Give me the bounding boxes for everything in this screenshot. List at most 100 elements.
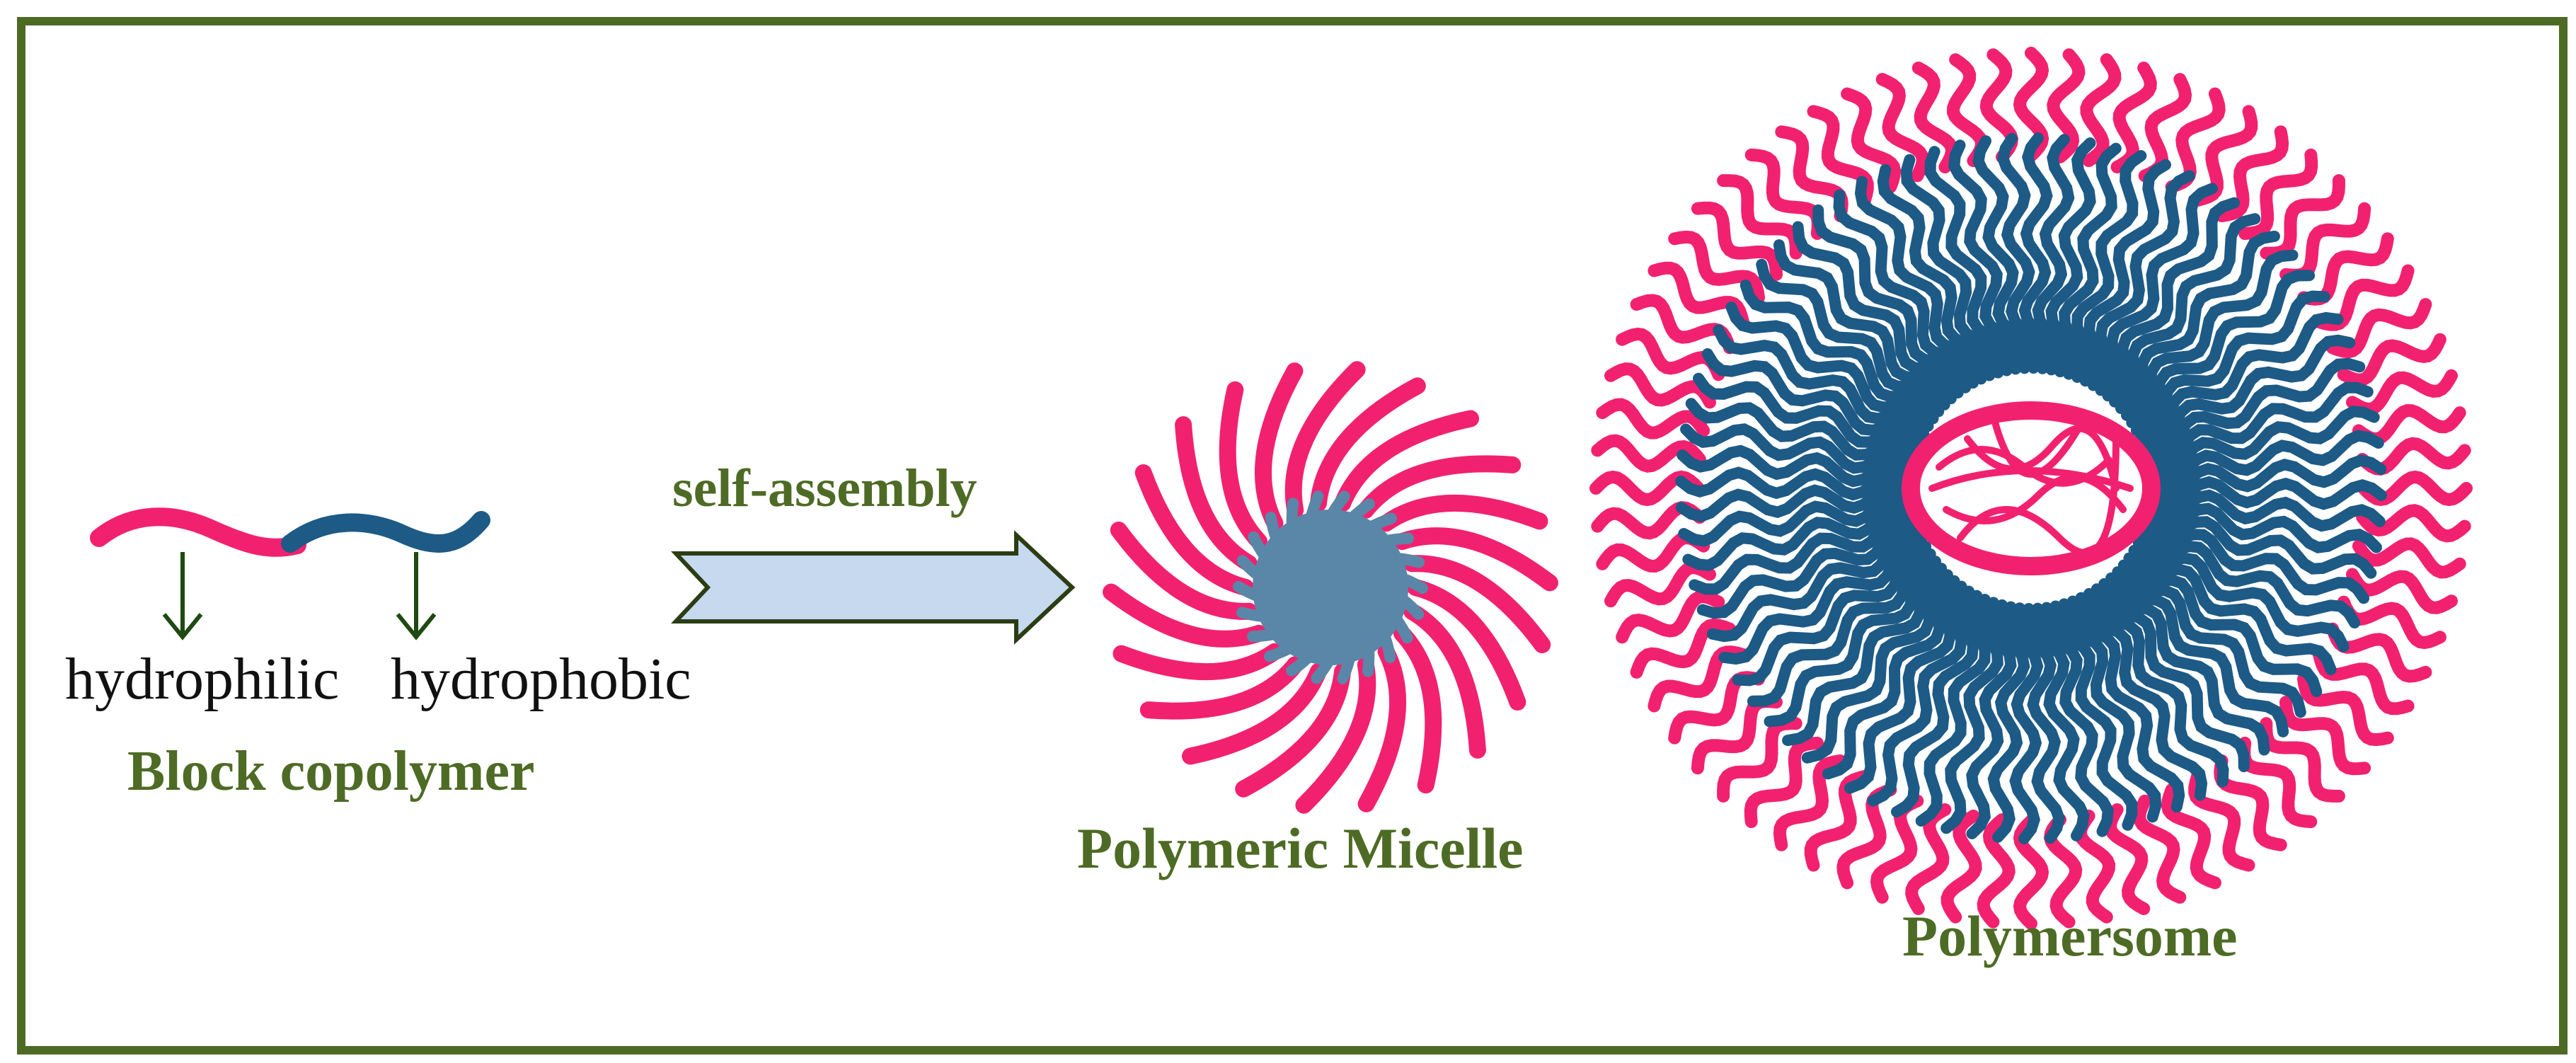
micelle-core-chain bbox=[1303, 490, 1324, 573]
polymersome-outer-chain bbox=[2161, 783, 2221, 890]
polymersome-outer-chain bbox=[1668, 230, 1765, 304]
hydrophilic-pointer-arrow bbox=[162, 552, 203, 640]
polymersome-outer-chain bbox=[1911, 62, 1958, 173]
micelle-core-chain bbox=[1286, 606, 1338, 677]
polymersome-outer-chain bbox=[1940, 809, 1982, 924]
micelle-core-chain bbox=[1236, 555, 1312, 599]
polymersome-blue-chain bbox=[2033, 602, 2090, 841]
polymersome-label: Polymersome bbox=[1902, 904, 2238, 968]
polymersome-blue-chain bbox=[1833, 189, 1972, 393]
micelle-core-chain bbox=[1323, 498, 1375, 569]
polymersome-outer-chain bbox=[2080, 53, 2122, 168]
polymersome-blue-chain bbox=[2044, 600, 2114, 837]
polymersome-outer-chain bbox=[1591, 434, 1706, 473]
polymersome-blue-chain bbox=[2054, 598, 2138, 831]
polymersome-blue-chain bbox=[2138, 357, 2366, 456]
polymersome-outer-chain bbox=[2110, 62, 2157, 173]
micelle-core-chain bbox=[1344, 597, 1375, 677]
polymersome-blue-chain bbox=[2018, 132, 2053, 374]
polymersome-blue-chain bbox=[2141, 512, 2377, 579]
micelle-chain bbox=[1357, 455, 1522, 519]
polymersome-outer-chain bbox=[1616, 590, 1725, 644]
polymersome-blue-chain bbox=[1822, 580, 1967, 780]
micelle-chain bbox=[1219, 381, 1267, 551]
micelle-chain bbox=[1284, 361, 1366, 519]
polymersome-blue-chain bbox=[1675, 480, 1917, 522]
polymersome-blue-chain bbox=[2141, 381, 2374, 466]
polymersome-outer-chain bbox=[1604, 561, 1716, 608]
polymersome-blue-chain bbox=[1696, 521, 1924, 619]
micelle-core-chain bbox=[1346, 566, 1428, 594]
micelle-core-chain bbox=[1264, 606, 1331, 662]
polymersome-outer-chain bbox=[2337, 333, 2446, 387]
polymersome-blue-chain bbox=[1685, 398, 1921, 465]
micelle-chain bbox=[1377, 494, 1548, 532]
hydrophilic-label: hydrophilic bbox=[65, 646, 340, 712]
polymersome-outer-chain bbox=[2279, 696, 2371, 776]
polymersome-outer-chain bbox=[1630, 618, 1736, 679]
polymeric-micelle-label: Polymeric Micelle bbox=[1077, 816, 1524, 880]
micelle-core-chain bbox=[1247, 603, 1324, 643]
polymersome-outer-chain bbox=[1691, 201, 1783, 281]
polymersome-blue-chain bbox=[2139, 520, 2369, 604]
polymersome-blue-chain bbox=[1900, 154, 1999, 381]
polymersome-blue-chain bbox=[1732, 548, 1936, 686]
polymersome-outer-chain bbox=[1744, 148, 1824, 240]
polymersome-blue-chain bbox=[1854, 176, 1981, 389]
micelle-chain bbox=[1254, 362, 1304, 532]
polymersome-blue-chain bbox=[2032, 134, 2075, 374]
polymersome-blue-chain bbox=[2109, 230, 2280, 408]
polymersome-blue-chain bbox=[1940, 599, 2008, 834]
polymersome-blue-chain bbox=[2045, 137, 2096, 376]
micelle-chain bbox=[1403, 602, 1486, 759]
polymersome-blue-chain bbox=[2023, 602, 2065, 844]
polymersome-blue-chain bbox=[1782, 569, 1953, 747]
polymersome-blue-chain bbox=[2098, 578, 2250, 773]
polymeric-micelle bbox=[1103, 361, 1558, 814]
polymersome-outer-chain bbox=[1604, 362, 1716, 409]
block-copolymer-chain bbox=[90, 507, 490, 557]
polymersome-outer-chain bbox=[1717, 717, 1802, 803]
micelle-core-chain bbox=[1349, 583, 1413, 644]
polymersome-outer-chain bbox=[2356, 504, 2471, 543]
polymersome-blue-chain bbox=[1677, 444, 1917, 488]
polymersome-outer-chain bbox=[1875, 73, 1930, 183]
micelle-chain bbox=[1403, 555, 1551, 653]
hydrophobic-pointer-arrow bbox=[396, 552, 437, 640]
polymersome-blue-chain bbox=[1801, 575, 1960, 764]
micelle-core-chain bbox=[1342, 552, 1425, 576]
polymersome-blue-chain bbox=[1844, 585, 1975, 794]
polymersome-outer-chain bbox=[1773, 754, 1847, 851]
polymersome-blue-chain bbox=[2102, 213, 2261, 402]
polymersome-blue-chain bbox=[2091, 583, 2229, 788]
micelle-chain bbox=[1139, 656, 1304, 720]
polymersome-blue-chain bbox=[2081, 587, 2208, 801]
polymersome-blue-chain bbox=[1706, 530, 1928, 643]
polymersome-blue-chain bbox=[1915, 597, 1999, 827]
polymersome-blue-chain bbox=[1713, 324, 1930, 440]
polymersome-blue-chain bbox=[2143, 406, 2380, 476]
polymersome-blue-chain bbox=[1725, 301, 1934, 432]
polymersome-blue-chain bbox=[1682, 501, 1919, 571]
micelle-core-chain bbox=[1337, 532, 1414, 572]
polymersome-outer-chain bbox=[2297, 672, 2394, 747]
polymersome-hydrophobic-layer bbox=[1675, 132, 2387, 844]
polymersome-outer-chain bbox=[2260, 717, 2345, 803]
polymersome-blue-chain bbox=[2063, 150, 2147, 380]
polymersome-blue-chain bbox=[1740, 280, 1939, 425]
polymersome-outer-chain bbox=[2346, 568, 2458, 614]
micelle-core-chain bbox=[1347, 590, 1396, 663]
polymersome-blue-chain bbox=[2073, 592, 2185, 813]
polymersome-blue-chain bbox=[2123, 552, 2323, 697]
polymersome bbox=[1589, 47, 2473, 930]
micelle-chain bbox=[1110, 522, 1258, 620]
polymersome-blue-chain bbox=[1756, 258, 1945, 418]
polymersome-blue-chain bbox=[1747, 556, 1941, 707]
polymersome-blue-chain bbox=[1972, 135, 2029, 375]
polymersome-outer-chain bbox=[1977, 813, 2016, 929]
polymersome-blue-chain bbox=[2087, 183, 2218, 391]
polymersome-blue-chain bbox=[2121, 270, 2316, 421]
polymersome-outer-chain bbox=[2352, 537, 2466, 579]
polymersome-outer-chain bbox=[2279, 202, 2371, 282]
polymersome-outer-chain bbox=[2260, 174, 2345, 260]
